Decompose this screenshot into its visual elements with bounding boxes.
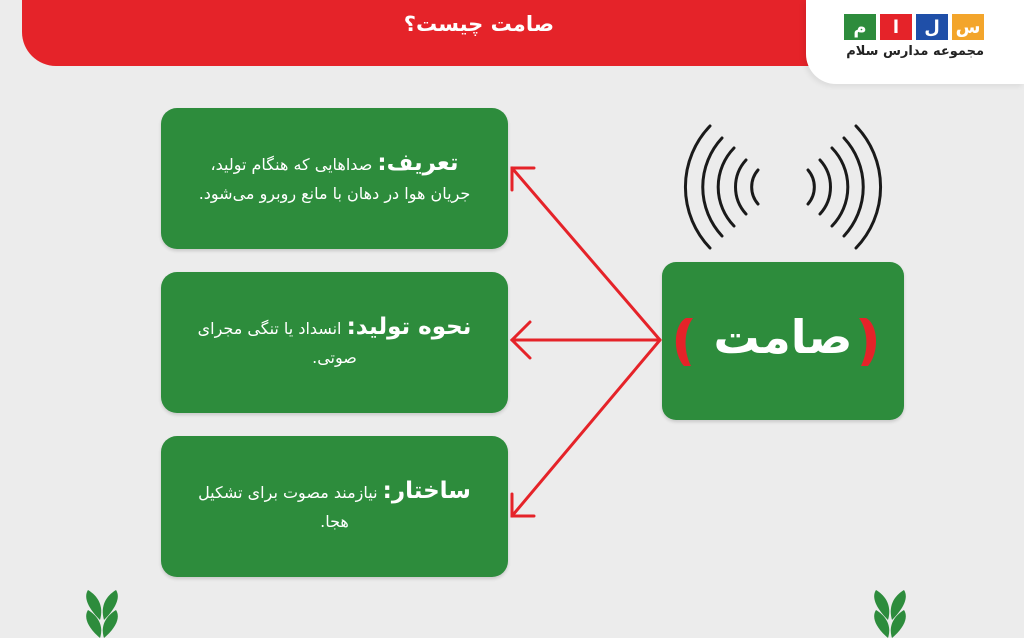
arrow-to-production [509, 320, 662, 360]
consonant-box: صامت [662, 262, 904, 420]
structure-title: ساختار: [382, 478, 471, 504]
sound-waves-icon [683, 124, 883, 250]
definition-text: صداهایی که هنگام تولید، جریان هوا در دها… [198, 155, 471, 203]
left-quote-mark [675, 318, 693, 366]
logo-name: مجموعه مدارس سلام [846, 44, 984, 59]
header-banner: صامت چیست؟ [22, 0, 812, 66]
sprout-icon-right [874, 590, 906, 638]
logo-blocks: م ا ل س [844, 14, 984, 40]
consonant-label: صامت [713, 310, 853, 364]
production-card: نحوه تولید: انسداد یا تنگی مجرای صوتی. [161, 272, 508, 413]
production-title: نحوه تولید: [346, 314, 472, 340]
right-quote-mark [859, 318, 877, 366]
definition-title: تعریف: [377, 150, 459, 176]
production-text: انسداد یا تنگی مجرای صوتی. [197, 319, 357, 367]
logo-block-3: ل [916, 14, 948, 40]
page-title: صامت چیست؟ [403, 12, 554, 36]
definition-card: تعریف: صداهایی که هنگام تولید، جریان هوا… [161, 108, 508, 249]
structure-card: ساختار: نیازمند مصوت برای تشکیل هجا. [161, 436, 508, 577]
sprout-icon-left [86, 590, 118, 638]
logo-block-2: ا [880, 14, 912, 40]
arrow-to-definition [510, 166, 662, 342]
arrow-to-structure [510, 338, 662, 518]
logo-block-1: م [844, 14, 876, 40]
structure-text: نیازمند مصوت برای تشکیل هجا. [198, 483, 378, 531]
logo: م ا ل س مجموعه مدارس سلام [806, 0, 1024, 84]
logo-block-4: س [952, 14, 984, 40]
